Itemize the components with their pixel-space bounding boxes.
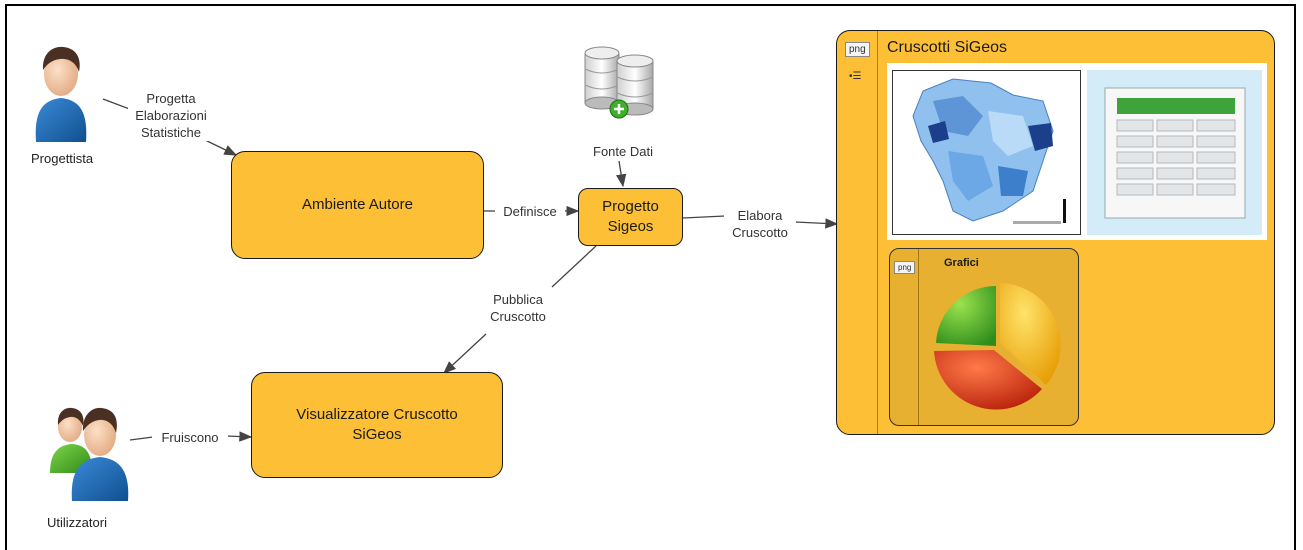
edge-elabora-right: [794, 218, 839, 229]
edge-pubblica-bottom: [443, 333, 487, 374]
panel-title: Cruscotti SiGeos: [887, 39, 1008, 56]
edge-label-definisce: Definisce: [495, 203, 565, 220]
edge-label-fruiscono: Fruiscono: [152, 429, 228, 446]
ambiente-autore-box[interactable]: Ambiente Autore: [231, 151, 484, 259]
panel-png-tag: png: [845, 42, 870, 57]
edge-fruiscono-left: [129, 436, 154, 441]
panel-thumbnails: [887, 63, 1267, 240]
pie-chart-icon: [934, 283, 1061, 410]
panel-sidebar: [837, 31, 878, 434]
database-icon: [584, 46, 654, 119]
cruscotti-panel[interactable]: png •☰ Cruscotti SiGeos: [836, 30, 1275, 435]
diagram-frame: [5, 4, 1296, 550]
fonte-dati-label: Fonte Dati: [593, 144, 653, 159]
edge-elabora-left: [682, 215, 726, 219]
map-icon: [912, 78, 1066, 224]
edge-fruiscono-right: [225, 431, 253, 442]
edge-label-pubblica: Pubblica Cruscotto: [477, 291, 559, 325]
progettista-person-icon: [35, 46, 87, 142]
utilizzatori-label: Utilizzatori: [47, 515, 107, 530]
subpanel-sidebar: [890, 249, 919, 425]
grafici-subpanel[interactable]: png Grafici: [889, 248, 1079, 426]
subpanel-png-tag: png: [894, 261, 916, 274]
map-thumbnail: [892, 70, 1081, 235]
edge-fonte-dati: [616, 160, 627, 188]
edge-pubblica-top: [551, 245, 597, 288]
utilizzatori-people-icon: [50, 407, 129, 501]
edge-label-progetta: Progetta Elaborazioni Statistiche: [128, 90, 214, 141]
subpanel-title: Grafici: [944, 257, 979, 269]
panel-list-icon: •☰: [849, 71, 862, 82]
progettista-label: Progettista: [31, 151, 94, 166]
table-icon: [1104, 87, 1246, 219]
visualizzatore-box[interactable]: Visualizzatore Cruscotto SiGeos: [251, 372, 503, 478]
edge-progetta: [102, 98, 236, 155]
edge-label-elabora: Elabora Cruscotto: [724, 207, 796, 241]
progetto-sigeos-box[interactable]: Progetto Sigeos: [578, 188, 683, 246]
table-thumbnail: [1087, 70, 1262, 235]
